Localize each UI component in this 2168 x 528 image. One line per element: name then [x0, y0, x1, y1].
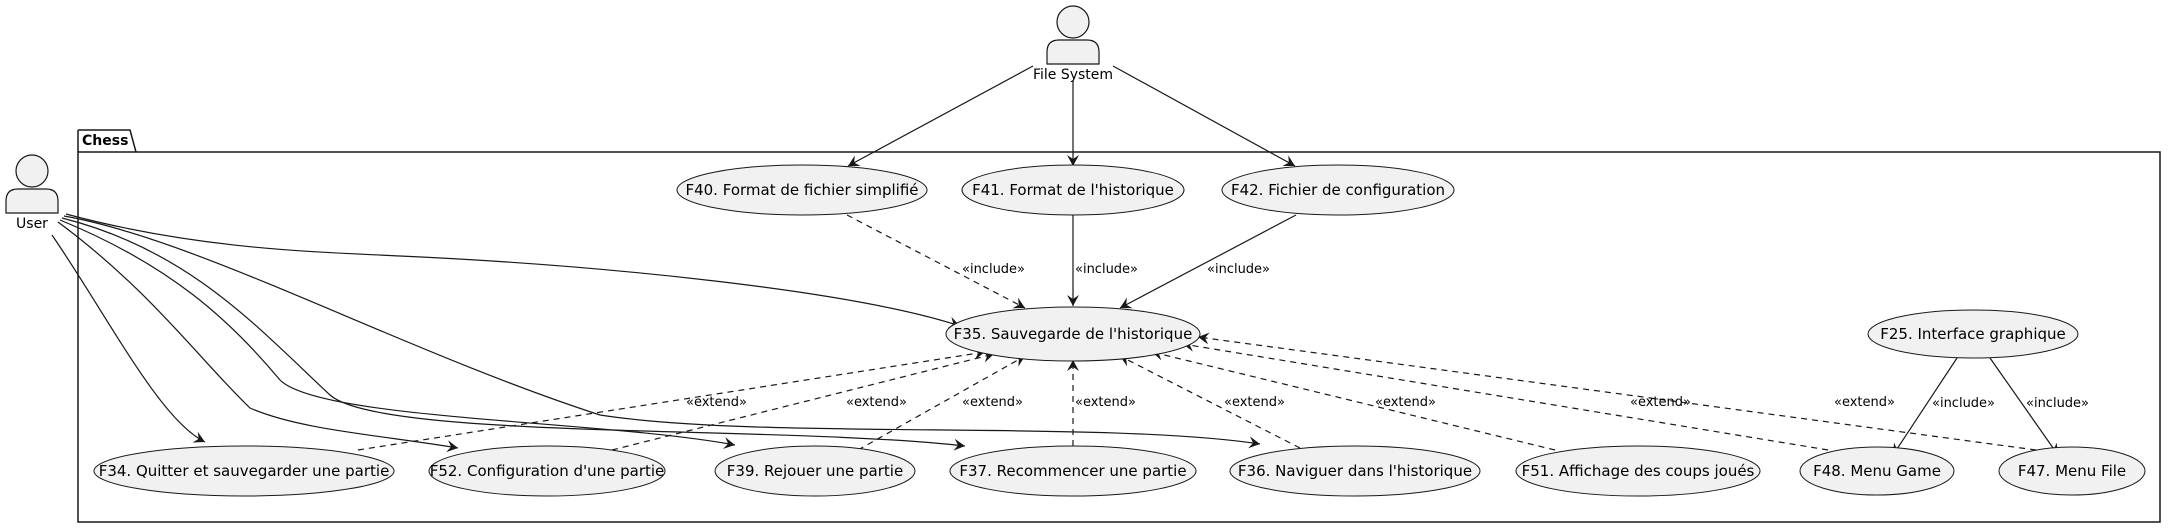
label-include-f42: «include»: [1207, 262, 1270, 277]
edge-f36-f35: [1119, 355, 1301, 449]
usecase-f40-label: F40. Format de fichier simplifié: [685, 181, 918, 199]
edge-f39-f35: [857, 355, 1026, 451]
usecase-f36: F36. Naviguer dans l'historique: [1229, 445, 1481, 497]
edge-f47-f35: [1197, 332, 2037, 451]
edge-f51-f35: [1151, 348, 1556, 451]
edge-f48-f35: [1182, 339, 1829, 451]
usecase-f41: F41. Format de l'historique: [961, 164, 1185, 216]
usecase-f39: F39. Rejouer une partie: [714, 445, 916, 497]
edge-user-f39: [59, 219, 736, 449]
edge-f42-f35: [1119, 214, 1297, 309]
usecase-f51: F51. Affichage des coups joués: [1515, 445, 1761, 497]
usecase-f47-label: F47. Menu File: [2018, 462, 2126, 480]
usecase-f34-label: F34. Quitter et sauvegarder une partie: [99, 462, 390, 480]
label-extend-f51: «extend»: [1375, 395, 1436, 410]
chess-package: Chess: [77, 129, 2161, 523]
package-label: Chess: [82, 133, 128, 149]
edge-fs-f40: [847, 65, 1034, 167]
actor-file-system: File System: [1033, 5, 1113, 83]
edge-user-f35: [65, 213, 961, 329]
usecase-f48: F48. Menu Game: [1799, 446, 1955, 496]
usecase-f37: F37. Recommencer une partie: [949, 445, 1197, 497]
edge-f34-f35: [357, 347, 986, 451]
edges-user: [51, 213, 1261, 453]
usecase-f25: F25. Interface graphique: [1867, 309, 2079, 359]
usecase-f42-label: F42. Fichier de configuration: [1231, 181, 1445, 199]
file-system-label: File System: [1033, 67, 1113, 83]
usecase-f47: F47. Menu File: [1998, 446, 2146, 496]
usecase-f52: F52. Configuration d'une partie: [428, 445, 666, 497]
edge-fs-f42: [1112, 65, 1296, 167]
user-label: User: [16, 216, 48, 232]
edge-f25-f47: [1989, 357, 2059, 456]
edges-f25: «include» «include»: [1892, 357, 2089, 456]
edge-user-f52: [57, 221, 459, 453]
label-include-f48: «include»: [1932, 396, 1995, 411]
usecase-f35: F35. Sauvegarde de l'historique: [945, 306, 1201, 362]
label-extend-f48: «extend»: [1630, 395, 1691, 410]
usecase-f34: F34. Quitter et sauvegarder une partie: [93, 445, 395, 497]
label-extend-f34: «extend»: [686, 395, 747, 410]
usecase-f40: F40. Format de fichier simplifié: [676, 164, 928, 216]
edge-f25-f48: [1892, 357, 1958, 456]
edge-user-f36: [63, 215, 1261, 449]
usecase-f51-label: F51. Affichage des coups joués: [1522, 462, 1755, 480]
edges-include-f35: «include» «include» «include»: [846, 214, 1297, 309]
edge-user-f34: [51, 234, 206, 443]
label-include-f41: «include»: [1075, 262, 1138, 277]
label-extend-f47: «extend»: [1834, 395, 1895, 410]
label-include-f40: «include»: [962, 262, 1025, 277]
label-extend-f36: «extend»: [1224, 395, 1285, 410]
usecase-f48-label: F48. Menu Game: [1813, 462, 1941, 480]
label-extend-f52: «extend»: [846, 395, 907, 410]
usecase-f52-label: F52. Configuration d'une partie: [430, 462, 665, 480]
edges-filesystem: [847, 65, 1296, 167]
label-extend-f37: «extend»: [1075, 395, 1136, 410]
usecase-f25-label: F25. Interface graphique: [1880, 325, 2066, 343]
label-include-f47: «include»: [2026, 396, 2089, 411]
actor-user: User: [5, 154, 59, 232]
usecase-f39-label: F39. Rejouer une partie: [727, 462, 903, 480]
usecase-f35-label: F35. Sauvegarde de l'historique: [954, 325, 1193, 343]
usecase-f41-label: F41. Format de l'historique: [972, 181, 1174, 199]
usecase-f37-label: F37. Recommencer une partie: [959, 462, 1186, 480]
edge-f40-f35: [846, 214, 1026, 309]
usecase-f42: F42. Fichier de configuration: [1221, 164, 1455, 216]
usecase-f36-label: F36. Naviguer dans l'historique: [1238, 462, 1472, 480]
label-extend-f39: «extend»: [962, 395, 1023, 410]
edges-extend-f35: «extend» «extend» «extend» «extend» «ext…: [357, 332, 2037, 451]
edge-user-f37: [61, 217, 966, 451]
